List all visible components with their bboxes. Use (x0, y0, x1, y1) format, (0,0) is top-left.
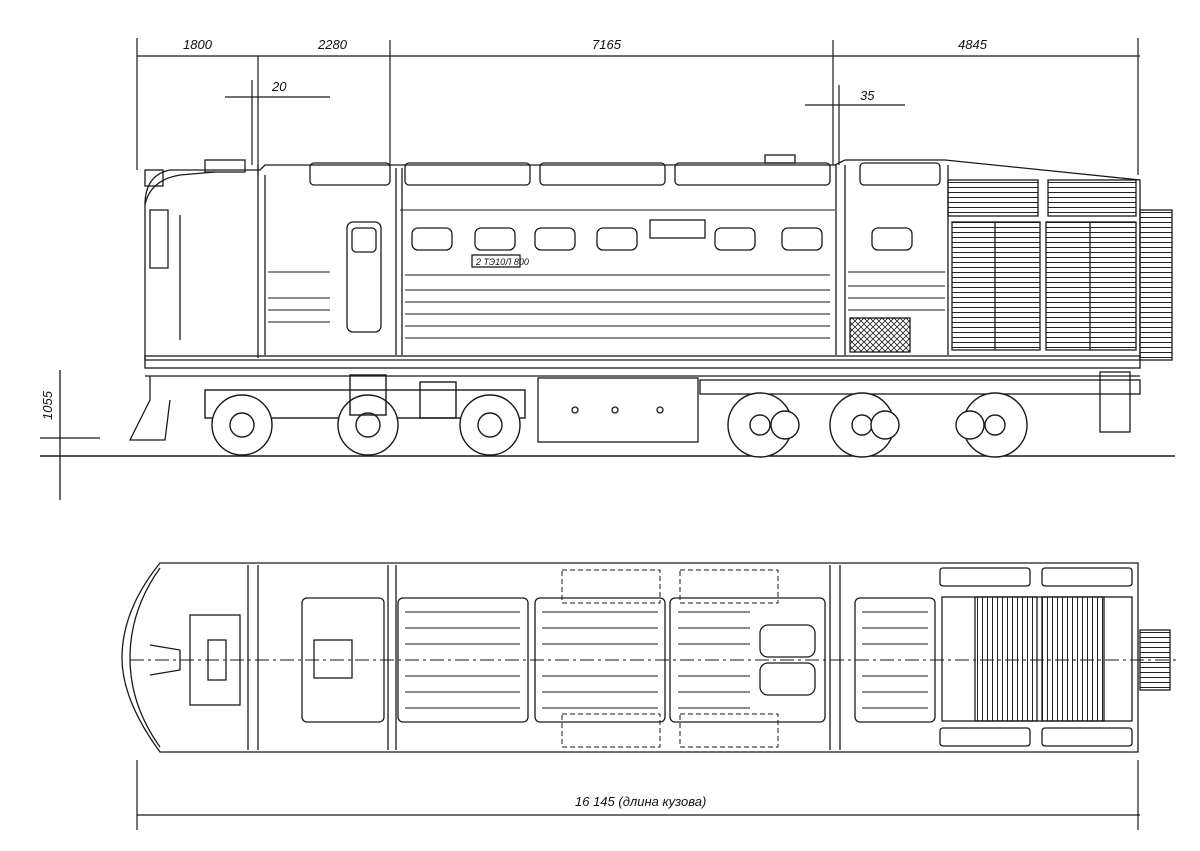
dim-1800: 1800 (183, 37, 213, 52)
length-label: 16 145 (длина кузова) (575, 794, 706, 809)
mesh-grille (849, 317, 911, 353)
fuel-tank (537, 377, 699, 443)
dim-gap-35: 35 (860, 88, 875, 103)
top-dimension-chain (136, 38, 1140, 175)
dim-2280: 2280 (317, 37, 348, 52)
wheel (770, 410, 800, 440)
top-outline (121, 562, 1139, 753)
side-stripes (268, 209, 945, 339)
cab-window (149, 209, 169, 269)
front-bogie (204, 374, 526, 456)
dim-4845: 4845 (958, 37, 988, 52)
cab-front (144, 171, 216, 206)
headlight (144, 169, 164, 187)
body-outline (144, 159, 1141, 361)
length-dimension (136, 760, 1140, 830)
underframe (144, 355, 1141, 369)
top-view (121, 562, 1180, 753)
dim-rail-height: 1055 (40, 390, 55, 420)
radiator-top (939, 567, 1171, 747)
radiator-section (947, 179, 1173, 361)
dim-gap-20: 20 (271, 79, 287, 94)
wheel (870, 410, 900, 440)
dim-7165: 7165 (592, 37, 622, 52)
side-door (346, 221, 382, 333)
snow-plough (128, 376, 171, 441)
side-windows (411, 219, 913, 251)
roof-panels (301, 597, 936, 723)
side-view (40, 154, 1175, 500)
rear-bogie (727, 392, 1028, 458)
number-plate-text: 2 ТЭ10Л 800 (475, 257, 529, 267)
number-plate (471, 254, 521, 268)
roof-hatches (309, 154, 941, 186)
